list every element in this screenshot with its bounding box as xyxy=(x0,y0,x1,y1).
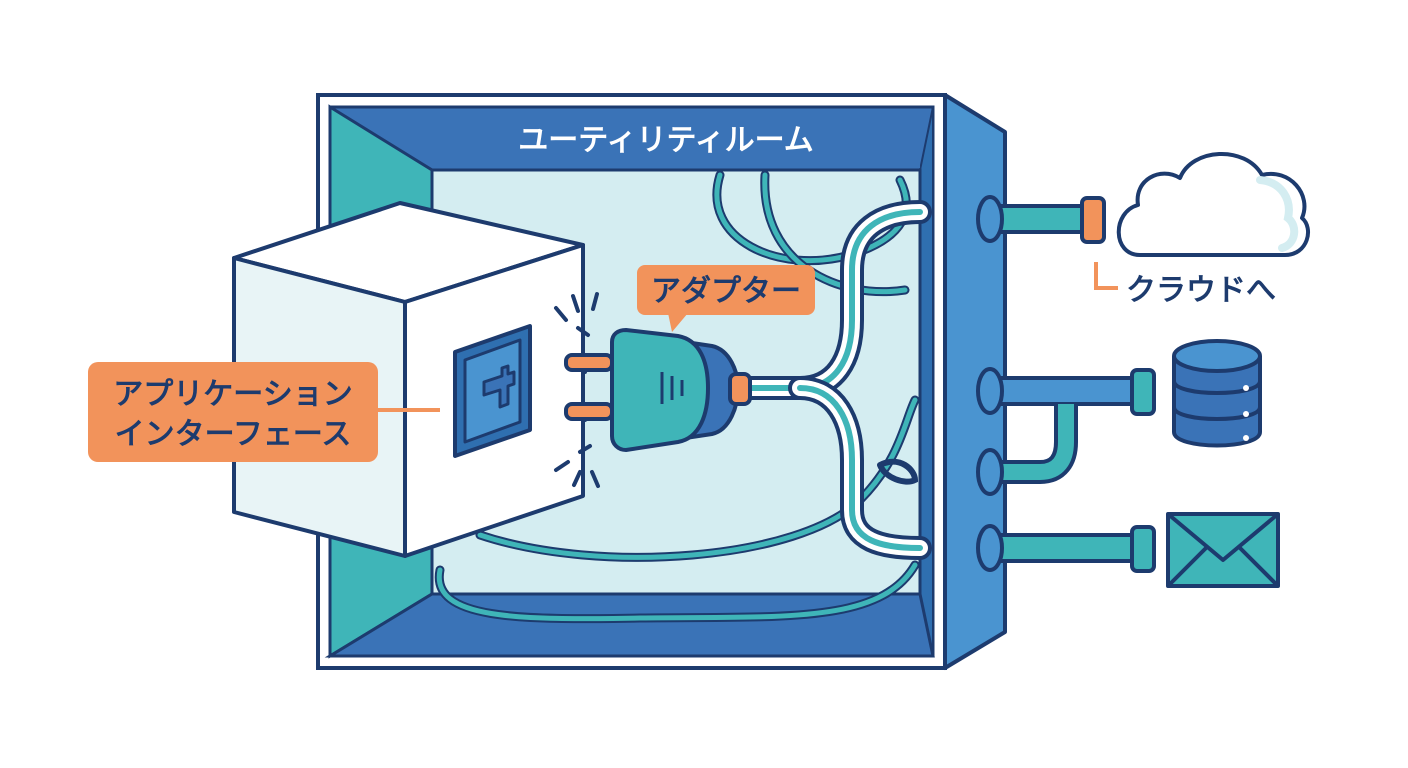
main-cable xyxy=(797,385,923,551)
mail-pipe-cap xyxy=(1130,525,1156,573)
application-cube xyxy=(232,201,585,558)
port xyxy=(976,524,1004,572)
socket-icon xyxy=(453,324,532,458)
branch-pipe xyxy=(990,404,1074,480)
ports xyxy=(976,195,1156,573)
mail-pipe xyxy=(988,533,1140,563)
cloud-label: クラウドへ xyxy=(1126,273,1276,308)
adapter-label: アダプター xyxy=(637,265,815,332)
cloud-pipe-cap xyxy=(1080,196,1106,244)
app-interface-label-line2: インターフェース xyxy=(115,417,352,452)
app-interface-label-line1: アプリケーション xyxy=(113,377,352,412)
plug-prong xyxy=(564,353,614,372)
port xyxy=(976,448,1004,496)
room-title: ユーティリティルーム xyxy=(518,123,814,158)
plug-prong xyxy=(564,402,614,421)
adapter-label-text: アダプター xyxy=(651,274,801,309)
plug-body xyxy=(610,328,710,452)
database-pipe-cap xyxy=(1130,368,1156,416)
cables xyxy=(434,170,932,624)
port xyxy=(976,195,1004,243)
room-title-bar xyxy=(432,110,920,168)
database-icon xyxy=(1172,339,1262,448)
cloud-pipe xyxy=(988,204,1090,234)
app-interface-label: アプリケーション インターフェース xyxy=(88,362,440,462)
cable xyxy=(436,562,918,622)
room-floor xyxy=(324,592,935,658)
plug-collar xyxy=(728,372,752,406)
mail-icon xyxy=(1166,512,1280,588)
plug-icon xyxy=(564,328,752,452)
room-right-wall xyxy=(919,106,934,657)
cloud-icon xyxy=(1116,151,1311,257)
cable xyxy=(877,458,919,485)
database-pipe xyxy=(988,376,1140,406)
port xyxy=(976,367,1004,415)
cable xyxy=(477,397,918,560)
cloud-leader-line xyxy=(1094,262,1118,290)
